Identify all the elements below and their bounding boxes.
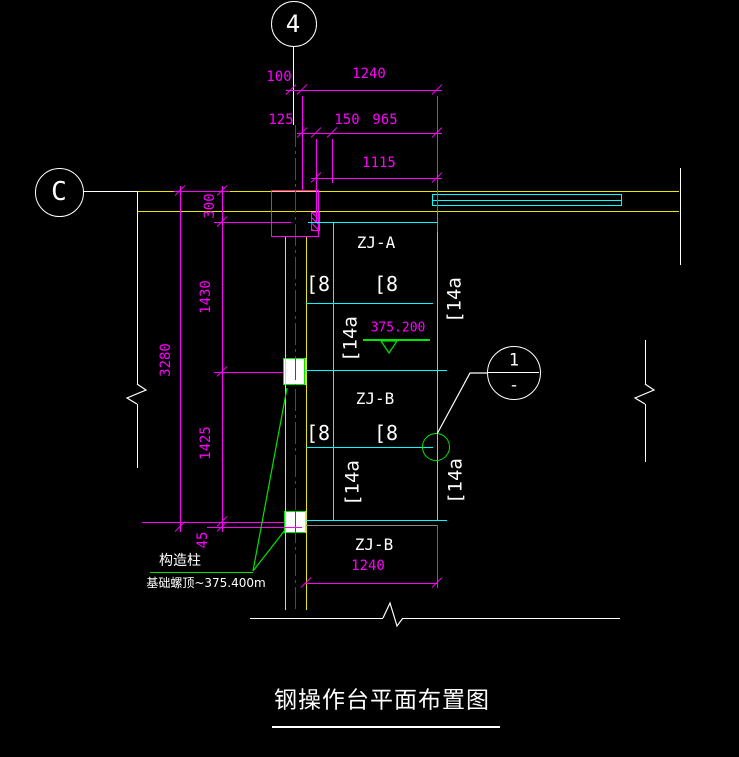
platform-beam-2 bbox=[306, 370, 447, 371]
left-break-line-upper bbox=[137, 191, 138, 384]
detail-bubble bbox=[487, 346, 541, 400]
left-break-zigzag bbox=[125, 383, 148, 405]
node2-face-left bbox=[285, 511, 286, 533]
label-zj-b-mid: ZJ-B bbox=[355, 389, 395, 408]
note-foundation-level: 基础螺顶~375.400m bbox=[146, 576, 266, 590]
label-channel14-1: [14a bbox=[339, 316, 362, 362]
dim-ext-316 bbox=[316, 139, 317, 222]
label-channel8-3: [8 bbox=[305, 421, 331, 445]
dim-ext-y191 bbox=[174, 191, 230, 192]
platform-bottom-gray-line bbox=[298, 525, 437, 526]
dim-ext-332 bbox=[332, 139, 333, 183]
detail-bubble-number: 1 bbox=[508, 350, 520, 371]
weld-detail-circle bbox=[422, 433, 450, 461]
dim-ext-302 bbox=[302, 96, 303, 191]
level-value: 375.200 bbox=[370, 320, 426, 336]
channel-beam-top-web bbox=[432, 200, 622, 201]
detail-bubble-divider bbox=[488, 372, 539, 373]
label-channel14-2: [14a bbox=[443, 277, 466, 323]
right-extension-gray bbox=[437, 211, 438, 232]
column-face-line-right bbox=[306, 237, 307, 610]
right-break-line-lower bbox=[645, 404, 646, 462]
axis-line-c-bottom bbox=[137, 211, 679, 212]
platform-beam-3 bbox=[306, 447, 433, 448]
dim-ext-y522 bbox=[142, 522, 291, 523]
dim-line-top-2 bbox=[297, 133, 442, 134]
dim-line-bottom bbox=[306, 583, 437, 584]
label-channel8-4: [8 bbox=[373, 421, 399, 445]
node2-centerline bbox=[295, 511, 296, 533]
dim-1240-top: 1240 bbox=[352, 66, 386, 82]
drawing-title: 钢操作台平面布置图 bbox=[274, 687, 490, 714]
label-channel8-1: [8 bbox=[305, 272, 331, 296]
dim-line-top-1 bbox=[286, 90, 442, 91]
dim-1425: 1425 bbox=[198, 426, 214, 460]
dim-965: 965 bbox=[372, 112, 398, 128]
level-triangle-icon bbox=[379, 340, 399, 355]
platform-top-edge bbox=[308, 222, 437, 223]
node2-face-right bbox=[305, 511, 306, 533]
right-edge-line bbox=[680, 168, 681, 265]
right-break-zigzag bbox=[633, 383, 656, 405]
grid-bubble-c-label: C bbox=[51, 177, 67, 207]
platform-bottom-edge bbox=[298, 520, 447, 521]
left-break-line-lower bbox=[137, 404, 138, 468]
node1-face-right bbox=[305, 358, 306, 385]
dim-line-left-overall bbox=[180, 186, 181, 532]
leader-diagonal-1 bbox=[252, 387, 288, 572]
axis-line-c-top bbox=[137, 191, 679, 192]
bottom-break-line-left bbox=[250, 618, 383, 619]
dim-ext-y372 bbox=[214, 372, 291, 373]
dim-line-top-3 bbox=[311, 178, 442, 179]
dim-1115: 1115 bbox=[362, 155, 396, 171]
dim-ext-437 bbox=[437, 96, 438, 211]
label-zj-b-bottom: ZJ-B bbox=[354, 535, 394, 554]
dim-45: 45 bbox=[195, 531, 211, 549]
grid-bubble-4-label: 4 bbox=[285, 10, 301, 38]
dim-line-left-chain bbox=[222, 186, 223, 532]
bottom-break-line-right bbox=[403, 618, 620, 619]
dim-125: 125 bbox=[268, 112, 294, 128]
node1-centerline bbox=[295, 358, 296, 385]
label-channel14-4: [14a bbox=[444, 458, 467, 504]
dim-100: 100 bbox=[266, 69, 292, 85]
dim-150: 150 bbox=[334, 112, 360, 128]
node1-face-left bbox=[285, 358, 286, 385]
node2-dim-line bbox=[284, 527, 302, 528]
label-channel8-2: [8 bbox=[373, 272, 399, 296]
label-zj-a: ZJ-A bbox=[356, 233, 396, 252]
grid-bubble-c bbox=[35, 168, 84, 217]
detail-bubble-sheet: - bbox=[508, 375, 520, 396]
leader-diagonal-2 bbox=[252, 529, 286, 572]
platform-stringer-left bbox=[333, 222, 334, 520]
level-line bbox=[363, 339, 430, 341]
embed-plate-hatch bbox=[311, 212, 320, 231]
grid-line-c-stub bbox=[83, 191, 137, 192]
note-construction-column: 构造柱 bbox=[159, 553, 201, 569]
dim-300: 300 bbox=[202, 193, 218, 219]
dim-1430: 1430 bbox=[198, 280, 214, 314]
column-face-line-left bbox=[285, 237, 286, 610]
dim-ext-bottom-right bbox=[437, 525, 438, 588]
grid-bubble-4 bbox=[271, 1, 317, 47]
dim-3280: 3280 bbox=[158, 343, 174, 377]
right-break-line-upper bbox=[645, 340, 646, 384]
detail-leader-line bbox=[436, 372, 487, 435]
label-channel14-3: [14a bbox=[341, 460, 364, 506]
dim-1240-bottom: 1240 bbox=[351, 558, 385, 574]
bottom-break-zigzag bbox=[382, 601, 404, 628]
platform-beam-1 bbox=[306, 303, 433, 304]
construction-column-node-1 bbox=[283, 358, 305, 385]
title-underline bbox=[272, 726, 500, 728]
dim-ext-y222 bbox=[214, 222, 291, 223]
leader-underline bbox=[150, 572, 253, 573]
platform-right-edge bbox=[437, 222, 438, 520]
